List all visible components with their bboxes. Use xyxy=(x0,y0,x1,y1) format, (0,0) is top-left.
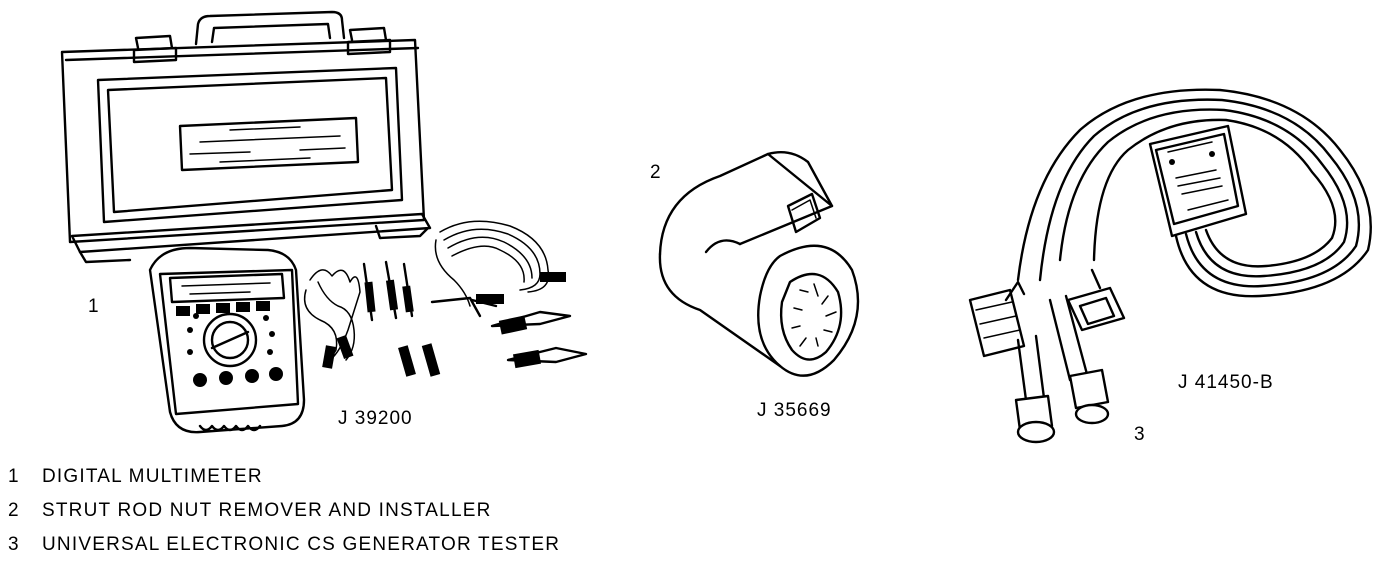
legend-row: 2 STRUT ROD NUT REMOVER AND INSTALLER xyxy=(8,500,560,534)
callout-3: 3 xyxy=(1134,424,1145,445)
part-number-2: J 35669 xyxy=(757,400,832,421)
legend: 1 DIGITAL MULTIMETER 2 STRUT ROD NUT REMOV… xyxy=(8,466,560,568)
legend-number: 2 xyxy=(8,500,20,521)
test-leads-drawing xyxy=(303,220,588,377)
legend-row: 1 DIGITAL MULTIMETER xyxy=(8,466,560,500)
legend-description: STRUT ROD NUT REMOVER AND INSTALLER xyxy=(42,500,492,521)
legend-row: 3 UNIVERSAL ELECTRONIC CS GENERATOR TESTE… xyxy=(8,534,560,568)
generator-tester-drawing xyxy=(968,88,1372,444)
legend-number: 1 xyxy=(8,466,20,487)
dmm-kit-case-drawing xyxy=(60,10,432,264)
legend-number: 3 xyxy=(8,534,20,555)
nut-remover-drawing xyxy=(658,151,860,377)
legend-description: DIGITAL MULTIMETER xyxy=(42,466,263,487)
callout-2: 2 xyxy=(650,162,661,183)
callout-1: 1 xyxy=(88,296,99,317)
legend-description: UNIVERSAL ELECTRONIC CS GENERATOR TESTER xyxy=(42,534,561,555)
multimeter-drawing xyxy=(148,246,306,434)
part-number-3: J 41450-B xyxy=(1178,372,1274,393)
part-number-1: J 39200 xyxy=(338,408,413,429)
